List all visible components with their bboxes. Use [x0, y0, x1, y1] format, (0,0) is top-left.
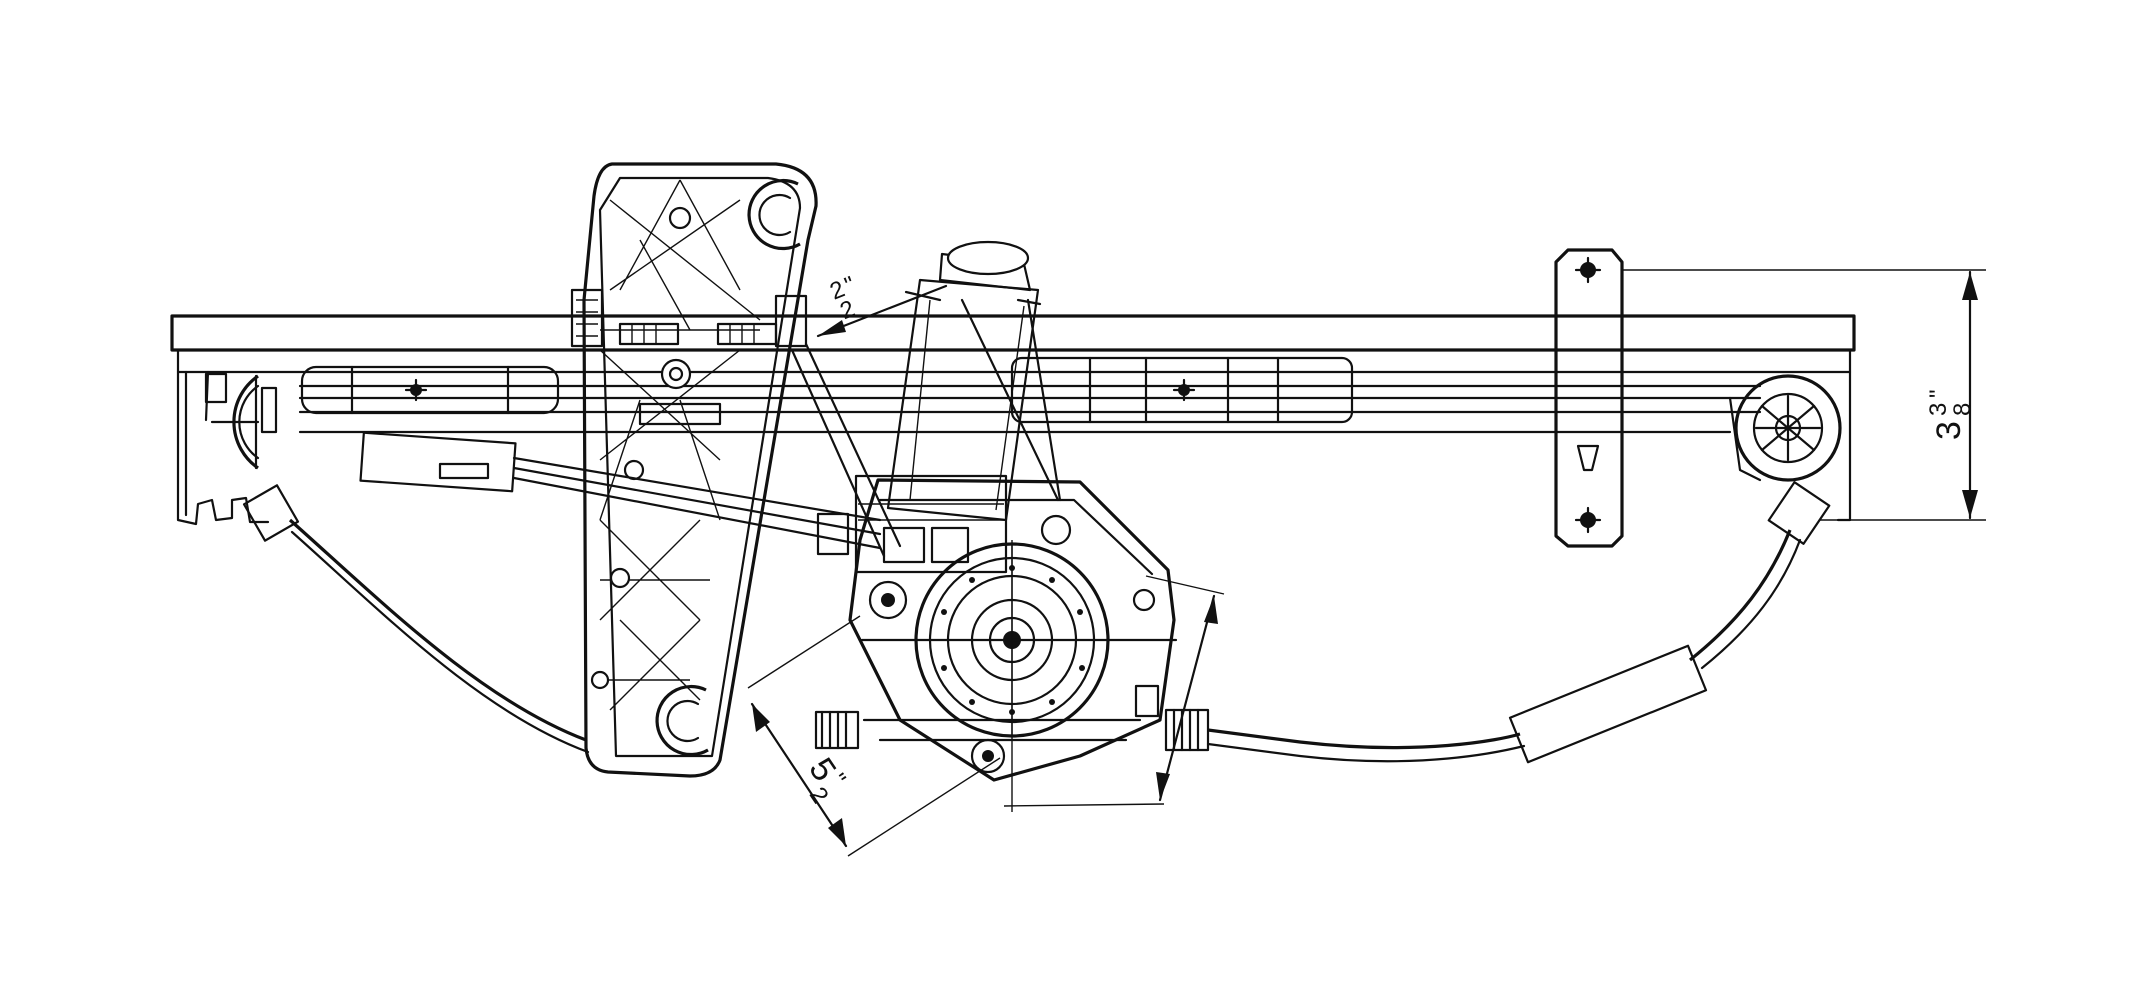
lift-arm	[359, 431, 882, 550]
dimension-bracket-height: 3 3 8 "	[1622, 269, 1986, 521]
vertical-bracket	[570, 162, 818, 778]
bracket-height-den: 8	[1949, 403, 1976, 416]
bracket-height-num: 3	[1925, 403, 1952, 416]
bracket-height-mark: "	[1925, 389, 1952, 398]
right-spring	[1164, 708, 1210, 752]
left-pulley	[204, 372, 278, 470]
right-pulley	[1734, 374, 1842, 482]
motor-housing	[790, 240, 1210, 812]
bracket-height-whole: 3	[1930, 421, 1968, 440]
right-cable	[1206, 481, 1831, 764]
right-mount-plate	[1554, 248, 1624, 548]
left-cable	[242, 484, 590, 754]
left-slot-track	[300, 365, 560, 415]
motor-offset-den: 2	[836, 295, 859, 325]
left-spring	[814, 710, 860, 750]
main-rail	[170, 314, 1856, 526]
